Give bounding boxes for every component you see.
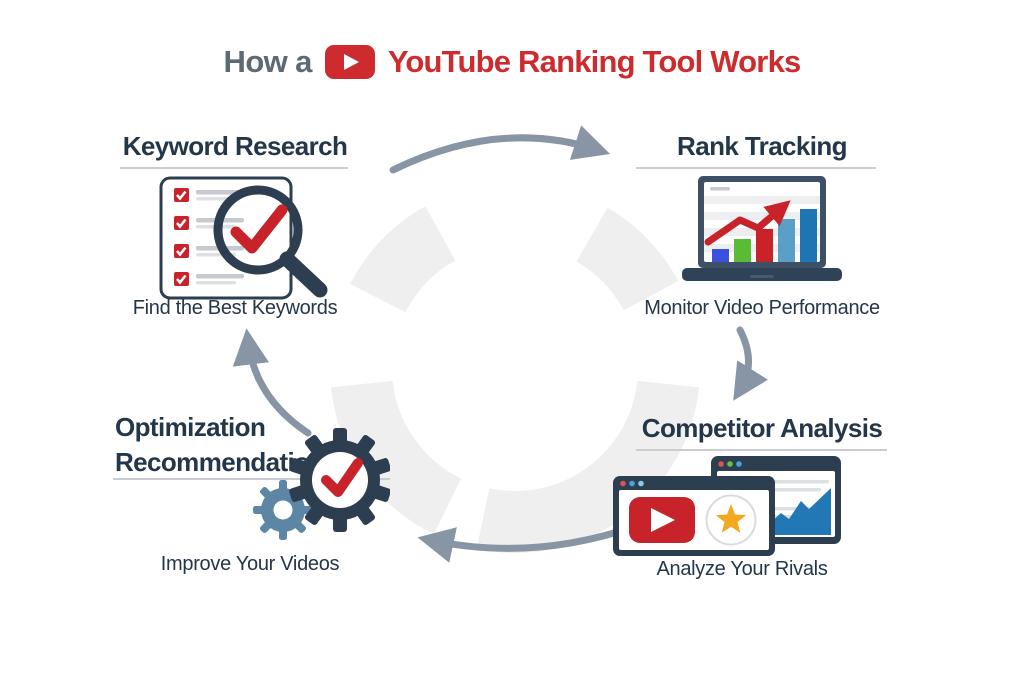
flow-arrow-top xyxy=(389,125,611,174)
laptop-chart-icon xyxy=(682,176,842,281)
title-highlight: YouTube Ranking Tool Works xyxy=(387,44,801,79)
step-caption: Monitor Video Performance xyxy=(644,297,880,319)
heading-underline xyxy=(636,449,887,451)
icon-wrap xyxy=(250,428,391,555)
title-prefix: How a xyxy=(223,44,313,79)
youtube-play-icon xyxy=(324,45,375,79)
bar-chart-icon xyxy=(712,209,817,262)
page-title: How a YouTube Ranking Tool Works xyxy=(0,38,1024,86)
magnifier-icon xyxy=(213,185,328,298)
trend-arrow-icon xyxy=(704,200,791,246)
icon-wrap xyxy=(682,176,842,289)
heading-underline xyxy=(636,167,876,169)
magnifier-handle xyxy=(279,251,328,298)
flow-arrow-right xyxy=(733,326,769,401)
step-caption: Analyze Your Rivals xyxy=(656,558,828,580)
browser-windows-icon xyxy=(613,456,841,556)
magnifier-lens xyxy=(213,185,303,275)
gears-check-icon xyxy=(253,428,391,540)
step-caption: Find the Best Keywords xyxy=(132,297,338,319)
step-heading: Competitor Analysis xyxy=(641,413,883,443)
star-icon xyxy=(715,504,747,533)
step-heading-line1: Optimization xyxy=(115,412,266,442)
icon-wrap xyxy=(158,174,343,309)
laptop-base xyxy=(682,268,842,281)
step-heading: Rank Tracking xyxy=(677,131,848,161)
browser-window-front xyxy=(613,476,775,556)
heading-underline xyxy=(113,478,390,480)
check-icon xyxy=(230,204,288,254)
checklist-card xyxy=(159,176,293,300)
icon-wrap xyxy=(613,456,845,563)
checklist-magnifier-icon xyxy=(159,176,328,300)
heading-underline xyxy=(120,167,348,169)
flow-arrow-bottom xyxy=(417,522,640,563)
area-chart-icon xyxy=(769,488,831,535)
step-caption: Improve Your Videos xyxy=(160,553,340,575)
step-heading: Keyword Research xyxy=(122,131,348,161)
